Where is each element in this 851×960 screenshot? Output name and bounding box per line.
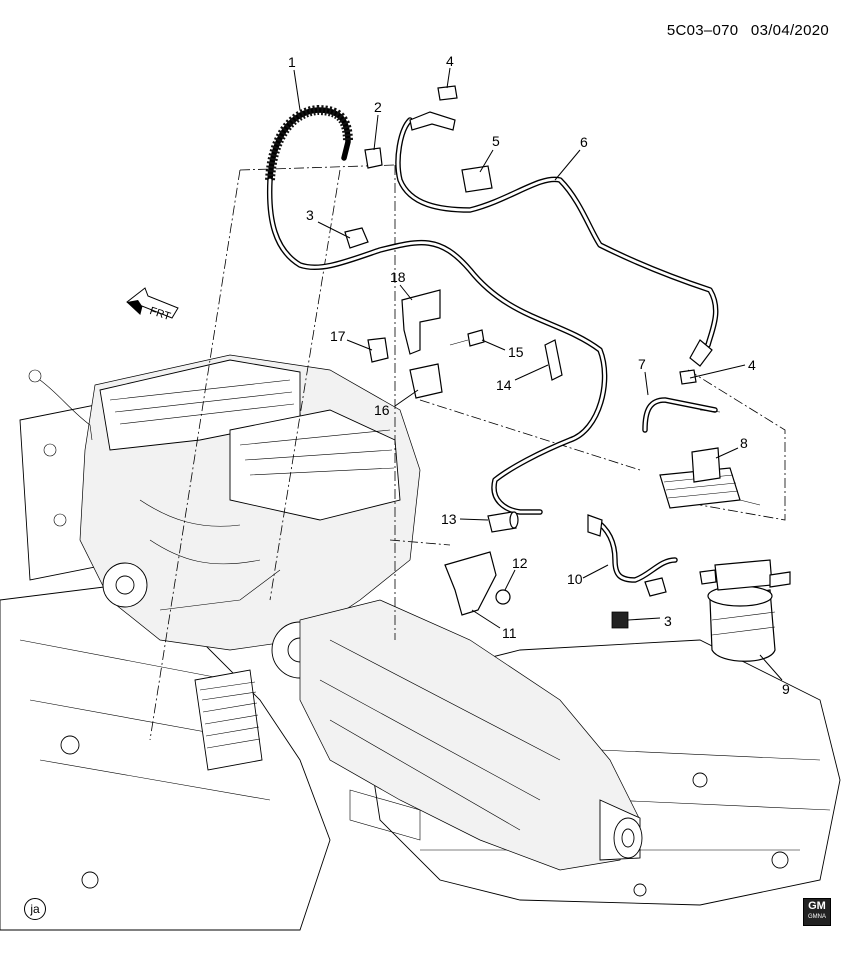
gm-logo-sub: GMNA	[808, 914, 826, 920]
callout-8: 8	[740, 435, 748, 451]
callout-5: 5	[492, 133, 500, 149]
callout-17: 17	[330, 328, 346, 344]
sleeve-part-13	[487, 511, 517, 533]
callout-3-lower: 3	[664, 613, 672, 629]
callout-4-upper: 4	[446, 53, 454, 69]
cooler-part-8	[659, 409, 761, 509]
bracket-part-11	[444, 551, 497, 616]
callout-14: 14	[496, 377, 512, 393]
callout-10: 10	[567, 571, 583, 587]
callout-2: 2	[374, 99, 382, 115]
clip-part-4-upper	[437, 85, 458, 101]
gm-logo: GM GMNA	[803, 898, 831, 926]
callout-3-upper: 3	[306, 207, 314, 223]
ja-badge: ja	[24, 898, 46, 920]
bolt-part-15	[449, 329, 485, 347]
diagram-date: 03/04/2020	[750, 22, 829, 39]
diagram-header: 5C03–070 03/04/2020	[659, 22, 829, 39]
dashed-reference-lines	[149, 164, 786, 741]
hose-10	[587, 514, 678, 583]
clip-part-3-lower	[644, 577, 667, 597]
callout-11: 11	[502, 625, 517, 641]
callout-4-lower: 4	[748, 357, 756, 373]
sleeve-part-5	[461, 165, 493, 193]
hose-7	[642, 397, 718, 433]
callout-9: 9	[782, 681, 790, 697]
callout-15: 15	[508, 344, 524, 360]
nut-part-12	[495, 589, 511, 605]
front-direction-marker: FRT	[126, 287, 179, 323]
hose-1	[265, 104, 608, 515]
clip-part-17	[367, 337, 389, 363]
callout-7: 7	[638, 356, 646, 372]
callout-16: 16	[374, 402, 390, 418]
callout-labels: 1 2 3 4 5 6 7 4 8 18 17 15 14 16 13 12 1…	[288, 53, 790, 697]
transmission-assembly	[299, 599, 643, 871]
clip-part-3-upper	[344, 227, 369, 249]
callout-6: 6	[580, 134, 588, 150]
callout-leaders	[293, 67, 783, 681]
diagram-id: 5C03–070	[666, 22, 739, 39]
bracket-part-18	[401, 289, 441, 355]
gm-logo-text: GM	[808, 900, 826, 912]
bracket-part-14	[544, 339, 563, 381]
clip-part-4-lower	[679, 369, 697, 385]
callout-1: 1	[288, 54, 296, 70]
filter-part-9	[699, 559, 791, 662]
callout-13: 13	[441, 511, 457, 527]
hose-6	[395, 111, 719, 367]
callout-12: 12	[512, 555, 528, 571]
bracket-part-16	[409, 363, 443, 399]
clip-part-2	[364, 147, 383, 169]
small-parts	[344, 85, 791, 662]
callout-18: 18	[390, 269, 406, 285]
